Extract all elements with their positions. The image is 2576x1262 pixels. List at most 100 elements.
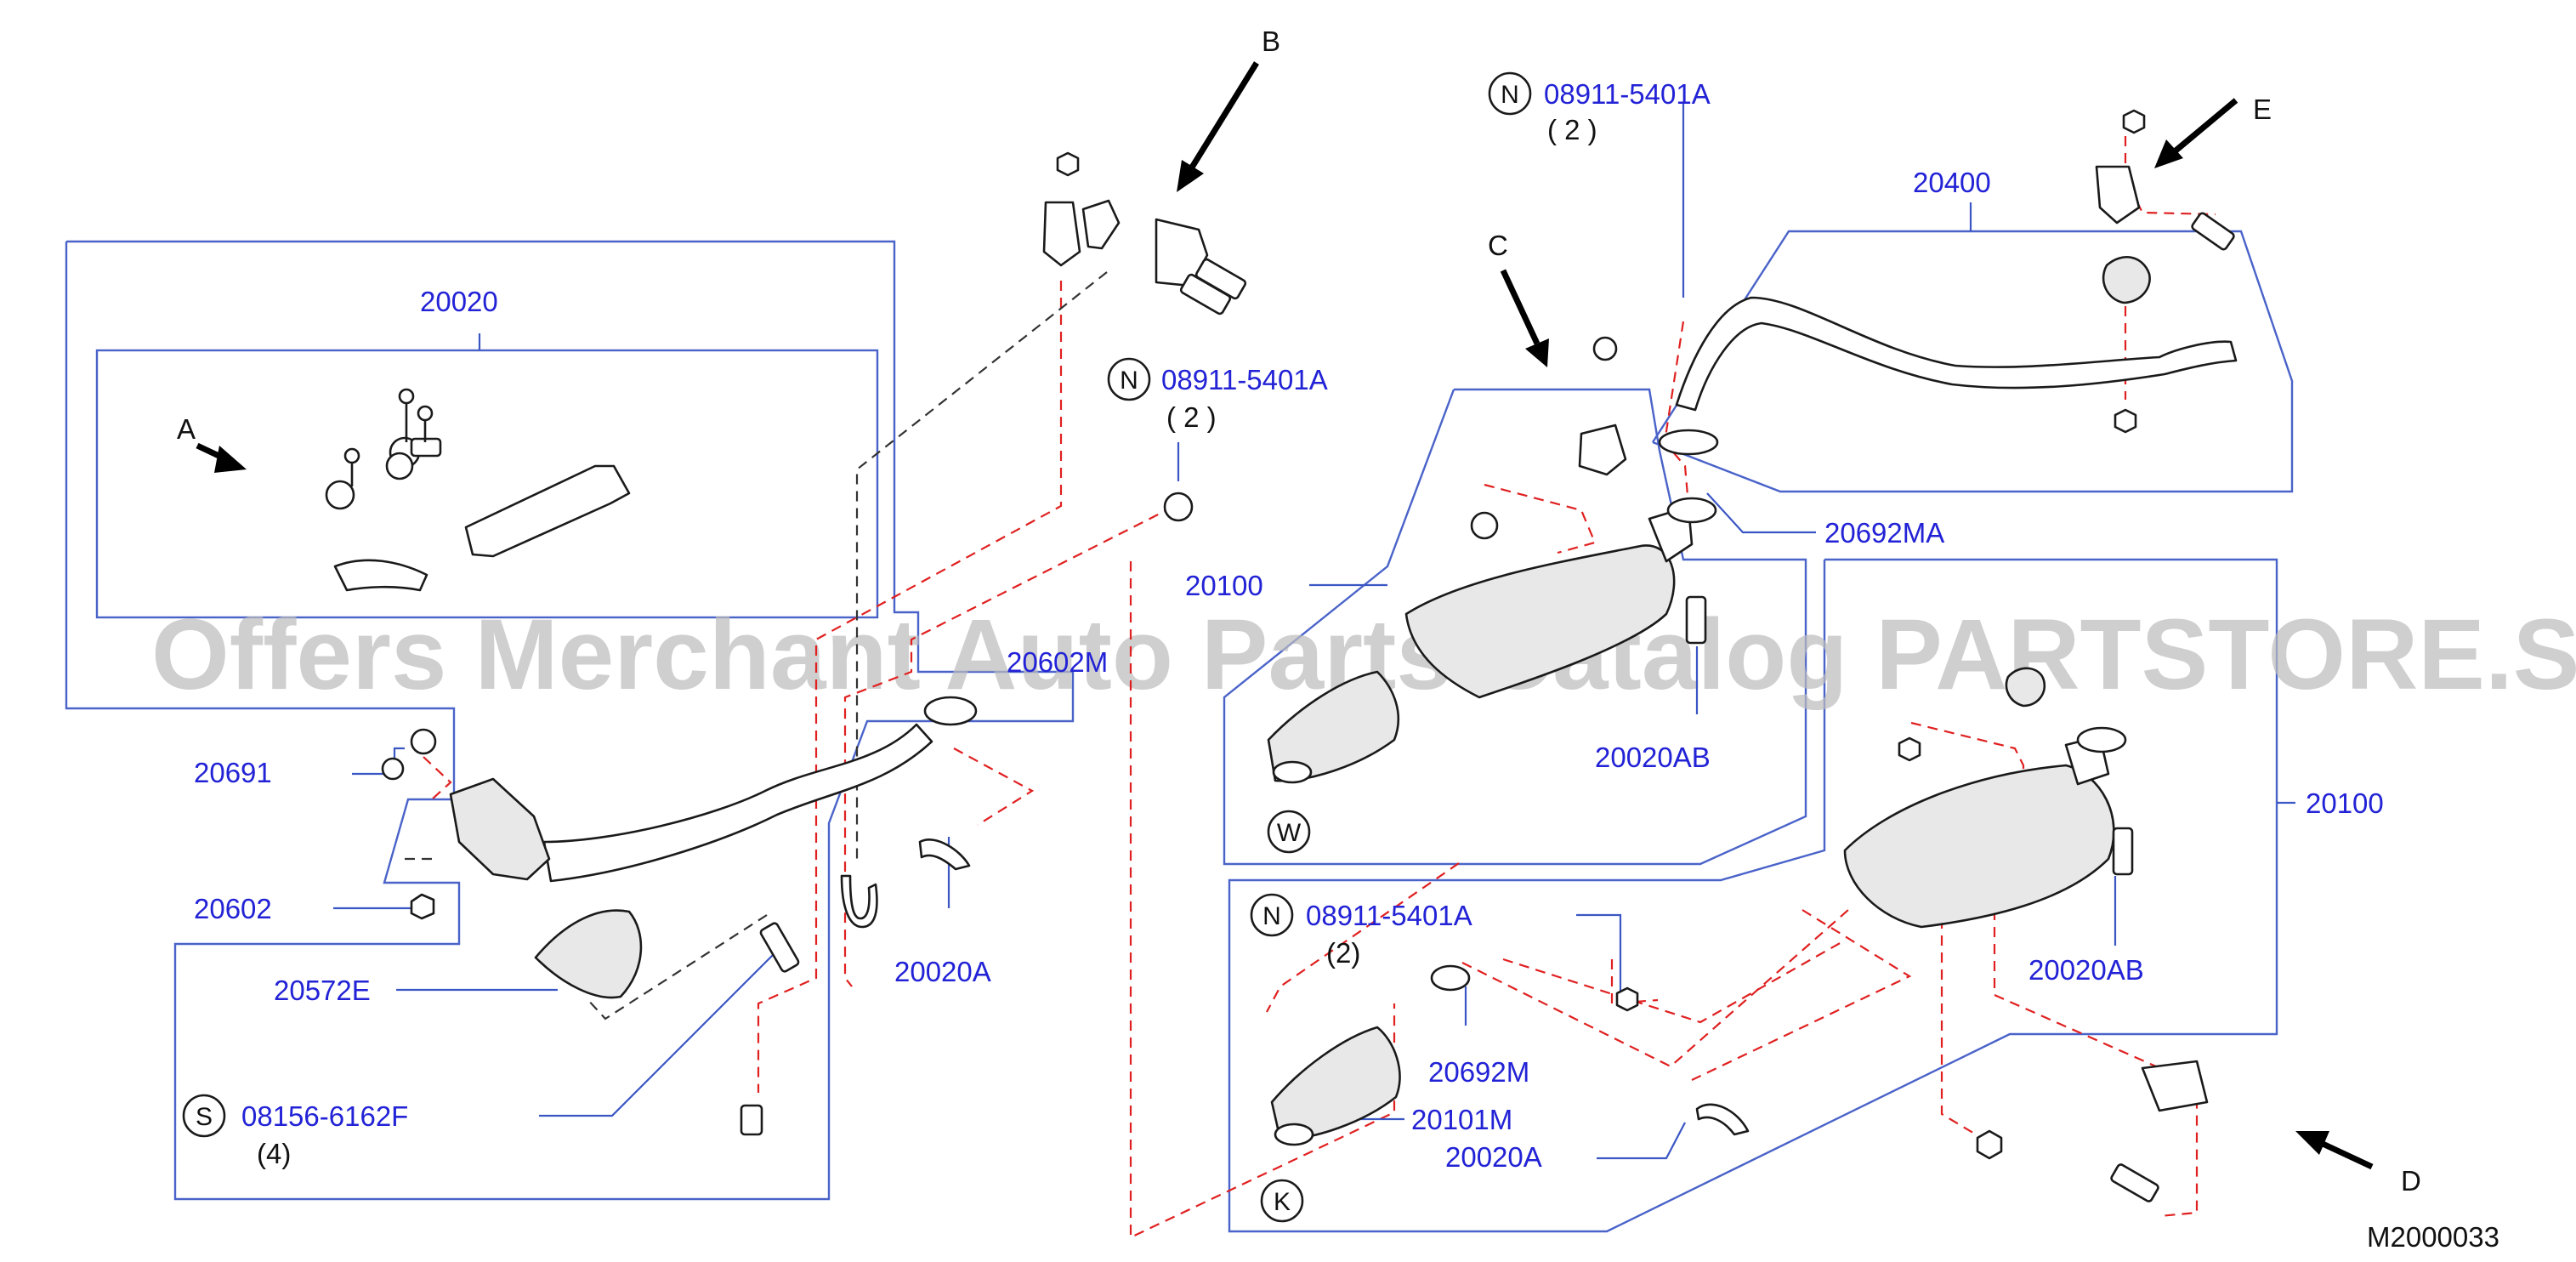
center-muffler bbox=[1404, 544, 1676, 699]
group-box-center-muffler bbox=[1223, 388, 1807, 866]
gasket-20692M bbox=[1430, 964, 1471, 992]
circle-marker-w bbox=[1267, 810, 1311, 854]
view-label-c: C bbox=[1488, 230, 1508, 261]
red-dash-line bbox=[953, 748, 1035, 826]
red-dash-line bbox=[423, 756, 452, 800]
main-muffler bbox=[1843, 764, 2115, 929]
nut-icon bbox=[1592, 336, 1618, 361]
view-arrow-d bbox=[2295, 1131, 2374, 1170]
nut-icon bbox=[410, 893, 435, 920]
circle-marker-s bbox=[182, 1094, 226, 1138]
marker-w-text: W bbox=[1277, 819, 1302, 847]
nut-icon bbox=[1615, 986, 1639, 1012]
view-label-a: A bbox=[177, 413, 196, 445]
red-dash-line bbox=[843, 506, 1174, 987]
clamp-parts bbox=[325, 388, 442, 510]
black-dash-line bbox=[586, 914, 768, 1020]
red-dash-line bbox=[1663, 321, 1690, 506]
view-arrow-c bbox=[1500, 269, 1549, 367]
pipe-flange bbox=[2076, 726, 2127, 753]
part-label-20572E: 20572E bbox=[274, 975, 371, 1006]
hanger-bracket-e bbox=[2095, 165, 2141, 225]
catalytic-converter bbox=[449, 777, 551, 881]
nut-icon bbox=[2114, 408, 2137, 434]
part-label-20020AB: 20020AB bbox=[1595, 742, 1711, 773]
red-dash-line bbox=[2124, 136, 2216, 216]
part-label-20100: 20100 bbox=[2306, 787, 2384, 819]
leader-line bbox=[539, 950, 778, 1117]
pipe-flange bbox=[1274, 1123, 1314, 1146]
rubber-hanger bbox=[2102, 256, 2151, 304]
part-label-20692MA: 20692MA bbox=[1824, 517, 1944, 549]
part-label-20602: 20602 bbox=[194, 893, 272, 924]
bolt-icon bbox=[1685, 595, 1707, 645]
part-label-20100: 20100 bbox=[1185, 570, 1263, 601]
heat-shield-upper bbox=[464, 464, 631, 558]
red-dash-line bbox=[1610, 959, 1659, 1005]
part-label-20020A: 20020A bbox=[1445, 1141, 1542, 1173]
nut-icon bbox=[2122, 109, 2146, 134]
marker-n-text: N bbox=[1501, 81, 1519, 109]
circle-marker-n bbox=[1488, 71, 1532, 116]
circle-marker-n bbox=[1250, 893, 1294, 937]
j-hook-bracket bbox=[840, 874, 878, 929]
part-label-20020A: 20020A bbox=[894, 956, 991, 987]
diagram-id: M2000033 bbox=[2367, 1221, 2499, 1253]
red-dash-line bbox=[1910, 721, 2025, 782]
view-arrow-e bbox=[2154, 98, 2238, 168]
part-label-08911-5401A: 08911-5401A bbox=[1544, 78, 1711, 110]
rubber-hanger bbox=[1578, 424, 1627, 476]
marker-s-text: S bbox=[196, 1103, 213, 1131]
rubber-hanger bbox=[2005, 667, 2046, 708]
part-label-20101M: 20101M bbox=[1411, 1104, 1512, 1135]
gasket-ring bbox=[381, 757, 405, 781]
nut-icon bbox=[1976, 1129, 2003, 1160]
part-label-20020: 20020 bbox=[420, 286, 498, 317]
bolt-icon bbox=[759, 922, 800, 973]
part-qty-08911: (2) bbox=[1326, 937, 1360, 969]
leader-line bbox=[1597, 1122, 1686, 1160]
group-box-tail-pipe bbox=[1651, 230, 2294, 493]
marker-n-text: N bbox=[1120, 367, 1138, 395]
red-dash-line bbox=[1461, 909, 1849, 1068]
part-label-20691: 20691 bbox=[194, 757, 272, 788]
view-arrow-b bbox=[1177, 61, 1259, 192]
resonator-w bbox=[1267, 670, 1400, 782]
marker-n-text: N bbox=[1262, 902, 1281, 930]
red-dash-line bbox=[1691, 909, 1912, 1081]
heat-shield-lower bbox=[333, 559, 428, 592]
view-label-b: B bbox=[1262, 26, 1280, 57]
nut-icon bbox=[1470, 511, 1499, 540]
part-label-20020AB: 20020AB bbox=[2028, 954, 2144, 986]
leader-line bbox=[1706, 492, 1816, 534]
part-label-08156-6162F: 08156-6162F bbox=[241, 1100, 408, 1132]
red-dash-line bbox=[757, 281, 1063, 1093]
heat-shield-20572E bbox=[534, 909, 643, 999]
part-label-20400: 20400 bbox=[1913, 167, 1991, 198]
part-qty-08911: ( 2 ) bbox=[1547, 114, 1597, 145]
part-label-20692M: 20692M bbox=[1428, 1056, 1529, 1088]
nut-icon bbox=[1163, 492, 1194, 522]
pipe-flange bbox=[1272, 760, 1313, 784]
leader-line bbox=[1576, 913, 1622, 992]
red-dash-line bbox=[1502, 941, 1842, 1024]
bolt-icon bbox=[2191, 212, 2235, 251]
red-dash-line bbox=[1484, 483, 1597, 554]
sub-muffler-20101M bbox=[1270, 1026, 1401, 1141]
black-dash-line bbox=[855, 271, 1108, 859]
hanger-rubber-20020A bbox=[1695, 1103, 1750, 1136]
bolt-icon bbox=[2112, 827, 2134, 876]
group-box-front-pipe bbox=[65, 240, 1075, 1201]
pipe-flange bbox=[1658, 429, 1719, 456]
view-label-d: D bbox=[2401, 1165, 2421, 1197]
pipe-flange bbox=[1666, 497, 1717, 524]
hanger-rubber-20020A bbox=[918, 838, 971, 871]
red-dash-line bbox=[1266, 862, 1460, 1013]
tail-pipe-20400 bbox=[1675, 296, 2238, 412]
red-dash-line bbox=[1993, 910, 2199, 1218]
bracket-b bbox=[1042, 151, 1247, 316]
part-label-20602M: 20602M bbox=[1007, 646, 1108, 678]
group-box-20020-kit bbox=[95, 349, 879, 619]
circle-marker-n bbox=[1107, 357, 1151, 401]
